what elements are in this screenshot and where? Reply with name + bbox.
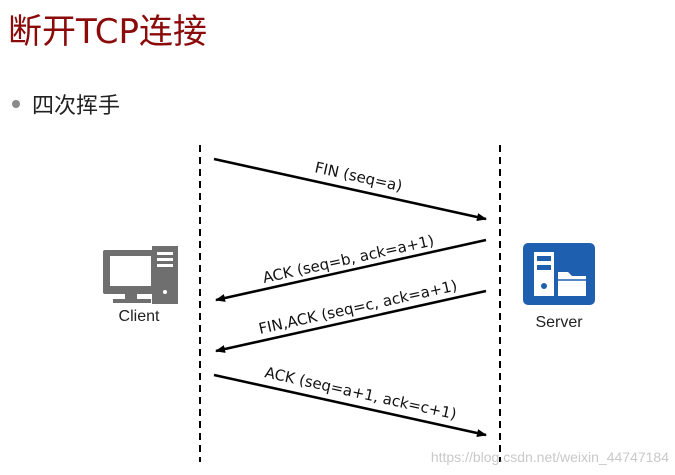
message-arrow-fin — [213, 157, 487, 221]
client-label: Client — [119, 308, 160, 325]
bullet-text: 四次挥手 — [32, 94, 121, 119]
message-arrow-finack — [215, 289, 487, 353]
bullet-dot — [12, 100, 20, 108]
message-label-ack1: ACK (seq=b, ack=a+1) — [261, 231, 436, 286]
server-label: Server — [535, 314, 583, 331]
bullet-item: 四次挥手 — [12, 88, 120, 120]
message-arrow-ack1 — [215, 238, 487, 302]
page-title: 断开TCP连接 — [8, 12, 208, 52]
watermark: https://blog.csdn.net/weixin_44747184 — [430, 449, 669, 465]
message-arrow-ack2 — [213, 373, 487, 437]
message-label-finack: FIN,ACK (seq=c, ack=a+1) — [257, 276, 459, 337]
server-folder-icon — [523, 243, 595, 305]
client-computer-icon — [103, 246, 178, 304]
